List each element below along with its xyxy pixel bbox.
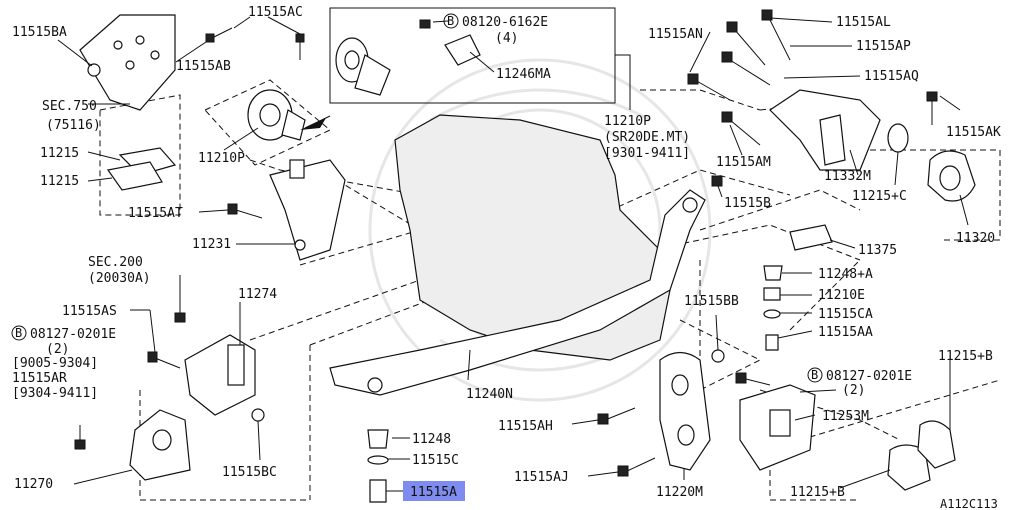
label-11515an: 11515AN [648, 27, 703, 42]
leader-lines [57, 16, 969, 492]
label-bolt-b2: B [15, 326, 22, 340]
bolt-b3-icon [807, 367, 823, 383]
washer-11515ca [763, 309, 781, 319]
label-11515ah: 11515AH [498, 419, 553, 434]
nut-11515ba [87, 63, 101, 77]
label-sec200: SEC.200 [88, 255, 143, 270]
bracket-11375 [789, 224, 833, 251]
label-qty-2-right: (2) [842, 383, 865, 398]
bolt-b-icon [443, 13, 459, 29]
label-11332m: 11332M [824, 169, 871, 184]
nut-11248 [367, 429, 389, 449]
mount-11210p [247, 89, 306, 141]
label-11515as: 11515AS [62, 304, 117, 319]
label-11248: 11248 [412, 432, 451, 447]
label-11515bc: 11515BC [222, 465, 277, 480]
label-11270: 11270 [14, 477, 53, 492]
arrow-line [304, 115, 331, 129]
mount-11220m [659, 351, 711, 471]
bracket-11253m [739, 384, 816, 471]
plate-11215b-lower [887, 444, 931, 491]
label-sec750-sub: (75116) [46, 118, 101, 133]
label-11231: 11231 [192, 237, 231, 252]
label-11240n: 11240N [466, 387, 513, 402]
bracket-11332m [769, 89, 881, 171]
label-11210e: 11210E [818, 288, 865, 303]
label-11515a: 11515A [410, 485, 457, 500]
label-11253m: 11253M [822, 409, 869, 424]
highlight-11515a [403, 481, 465, 501]
label-date-9301: [9301-9411] [604, 146, 690, 161]
label-11274: 11274 [238, 287, 277, 302]
label-sr20de: (SR20DE.MT) [604, 130, 690, 145]
label-sec200-sub: (20030A) [88, 271, 151, 286]
bolt-11515a [369, 479, 387, 503]
label-11515at: 11515AT [128, 206, 183, 221]
label-11246ma: 11246MA [496, 67, 551, 82]
label-11210p: 11210P [198, 151, 245, 166]
inset-mount [335, 37, 391, 96]
plate-11215b-upper [917, 420, 956, 469]
diagram-code: A112C113 [940, 497, 998, 510]
bracket-11231 [269, 159, 346, 261]
label-date-9005: [9005-9304] [12, 356, 98, 371]
label-sec750: SEC.750 [42, 99, 97, 114]
nut-11515bc [251, 408, 265, 422]
engine-block [394, 114, 671, 361]
label-11215-b: 11215 [40, 174, 79, 189]
crossmember-11240n [329, 189, 706, 396]
washer-11215c [887, 123, 909, 153]
inset-bracket-11246ma [419, 19, 481, 66]
label-11515aa: 11515AA [818, 325, 873, 340]
label-11515ar: 11515AR [12, 371, 67, 386]
bracket-11274 [184, 334, 256, 416]
label-11215-a: 11215 [40, 146, 79, 161]
label-11515b: 11515B [724, 196, 771, 211]
label-11215b-top: 11215+B [938, 349, 993, 364]
label-11515ac: 11515AC [248, 5, 303, 20]
nut-11515b [711, 175, 723, 187]
label-08127-right: 08127-0201E [826, 369, 912, 384]
label-11515ba: 11515BA [12, 25, 67, 40]
label-11215c: 11215+C [852, 189, 907, 204]
label-11515ak: 11515AK [946, 125, 1001, 140]
bolt-11515aa [765, 334, 779, 351]
label-11375: 11375 [858, 243, 897, 258]
label-08127-left: 08127-0201E [30, 327, 116, 342]
label-11515aj: 11515AJ [514, 470, 569, 485]
label-11220m: 11220M [656, 485, 703, 500]
label-date-9304: [9304-9411] [12, 386, 98, 401]
label-11248a: 11248+A [818, 267, 873, 282]
nut-11248a [763, 265, 783, 281]
bolt-b2-icon [11, 325, 27, 341]
plates-11215 [106, 147, 177, 191]
label-11515ca: 11515CA [818, 307, 873, 322]
washer-11515c [367, 455, 389, 465]
label-11515aq: 11515AQ [864, 69, 919, 84]
mount-11270 [129, 409, 191, 481]
label-11515ab: 11515AB [176, 59, 231, 74]
label-bolt-b3: B [811, 368, 818, 382]
mount-11320 [927, 150, 976, 202]
label-11515c: 11515C [412, 453, 459, 468]
bracket-sec750 [79, 14, 176, 111]
nut-11515bb [711, 349, 725, 363]
label-11515am: 11515AM [716, 155, 771, 170]
label-11215b-bottom: 11215+B [790, 485, 845, 500]
label-11210p-right: 11210P [604, 114, 651, 129]
label-qty-4: (4) [495, 31, 518, 46]
label-11515ap: 11515AP [856, 39, 911, 54]
label-11515bb: 11515BB [684, 294, 739, 309]
labels: 11515BA 11515AC 11515AB SEC.750 (75116) … [11, 5, 1001, 510]
bolts [74, 9, 938, 477]
label-bolt-b: B [447, 14, 454, 28]
label-qty-2-left: (2) [46, 342, 69, 357]
label-08120: 08120-6162E [462, 15, 548, 30]
collar-11210e [763, 287, 781, 301]
label-11515al: 11515AL [836, 15, 891, 30]
label-11320: 11320 [956, 231, 995, 246]
